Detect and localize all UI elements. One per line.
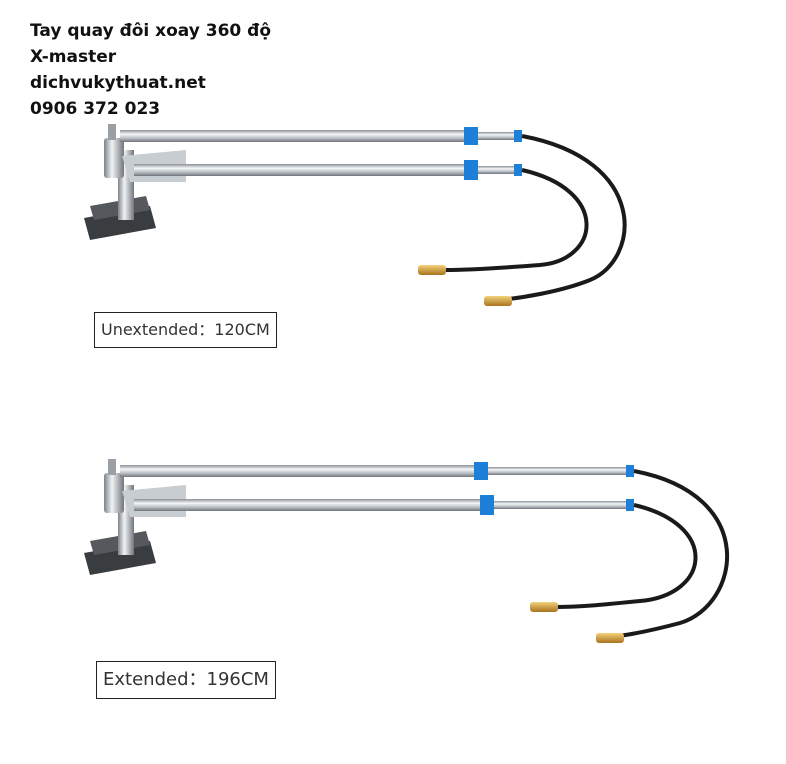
lower-arm bbox=[134, 160, 522, 180]
lower-arm bbox=[134, 495, 634, 515]
product-image-unextended bbox=[84, 124, 627, 306]
product-title: Tay quay đôi xoay 360 độ X-master bbox=[30, 21, 272, 67]
nozzle-icon bbox=[530, 602, 624, 643]
nozzle-icon bbox=[418, 265, 512, 306]
website-text: dichvukythuat.net bbox=[30, 73, 206, 93]
hose-upper bbox=[499, 134, 627, 302]
unextended-length-label: Unextended：120CM bbox=[94, 312, 277, 348]
header-text: Tay quay đôi xoay 360 độ X-master dichvu… bbox=[30, 18, 290, 122]
hose-upper bbox=[609, 469, 729, 639]
hose-lower bbox=[554, 503, 698, 609]
product-image-extended bbox=[84, 459, 729, 643]
mount-base bbox=[84, 459, 156, 575]
phone-number: 0906 372 023 bbox=[30, 99, 161, 119]
extended-length-label: Extended：196CM bbox=[96, 661, 276, 699]
hose-lower bbox=[444, 168, 589, 272]
